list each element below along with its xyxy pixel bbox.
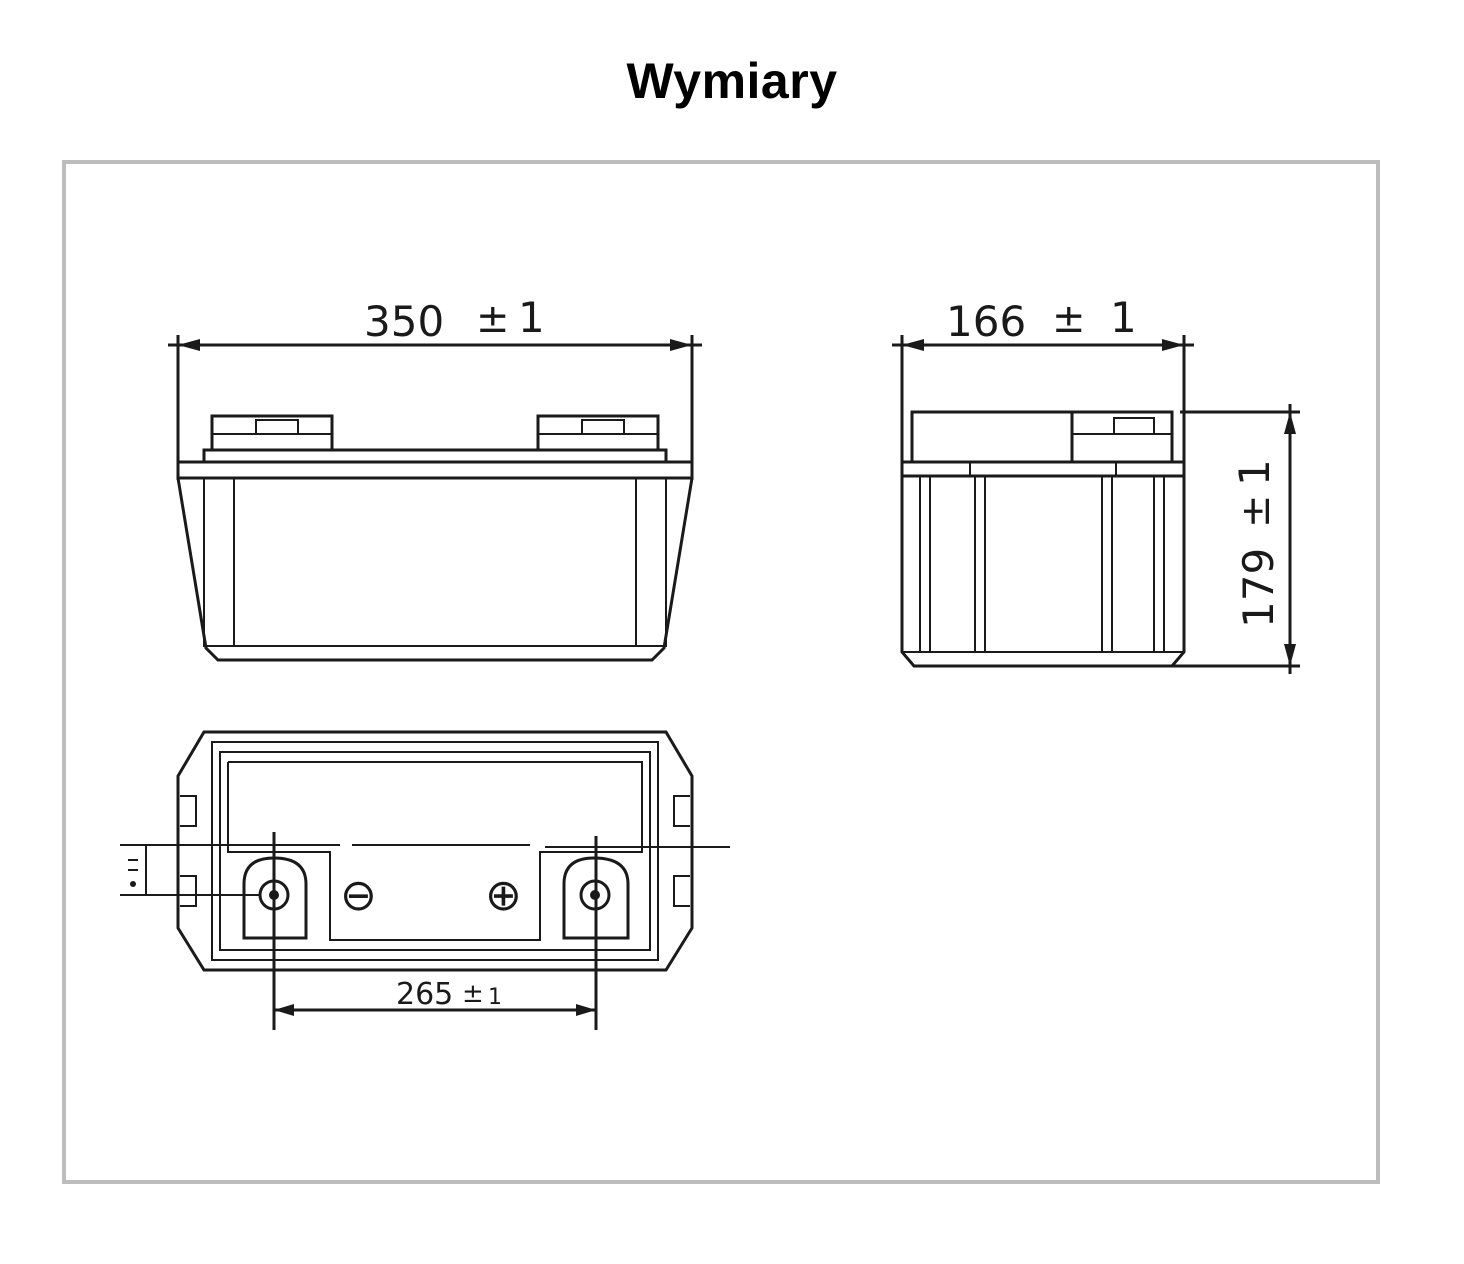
top-center-panel [227, 761, 643, 941]
spacing-tolerance: 1 [488, 985, 502, 1010]
top-body-outline [176, 730, 694, 972]
spacing-arrow-left [274, 1004, 294, 1016]
top-notch [673, 795, 690, 827]
width-tolerance-sign: ± [1052, 296, 1086, 342]
front-body-outline [176, 460, 694, 662]
width-tolerance: 1 [1110, 293, 1137, 342]
height-arrow-top [1284, 412, 1296, 434]
spacing-arrow-right [576, 1004, 596, 1016]
spacing-tolerance-sign: ± [462, 979, 484, 1009]
width-arrow-right [1162, 339, 1184, 351]
front-lid [202, 448, 668, 462]
side-body-outline [900, 460, 1186, 668]
front-label-panel [233, 477, 637, 647]
top-notch [180, 795, 197, 827]
length-arrow-left [178, 339, 200, 351]
length-arrow-right [670, 339, 692, 351]
drawing-frame [62, 160, 1380, 1184]
length-tolerance: 1 [518, 293, 545, 342]
side-terminal-cap [1113, 417, 1155, 435]
side-view: 166 ± 1 179 ± 1 [892, 293, 1300, 674]
positive-symbol: ⊕ [485, 870, 522, 921]
height-arrow-bottom [1284, 644, 1296, 666]
top-notch [673, 875, 690, 907]
spacing-value: 265 [396, 977, 453, 1012]
side-lid [910, 410, 1174, 464]
side-terminal-block [1070, 410, 1174, 464]
length-tolerance-sign: ± [476, 296, 510, 342]
negative-symbol: ⊖ [340, 870, 377, 921]
height-tolerance: 1 [1230, 459, 1279, 486]
width-value: 166 [946, 297, 1026, 346]
front-view: 350 ± 1 [168, 293, 702, 662]
page-title: Wymiary [626, 53, 838, 109]
width-arrow-left [902, 339, 924, 351]
length-value: 350 [364, 297, 444, 346]
top-inner-rim [211, 741, 659, 961]
height-tolerance-sign: ± [1233, 494, 1279, 528]
terminal-pad-positive [562, 856, 630, 940]
top-view: ⊖ ⊕ 265 ± 1 [120, 730, 730, 1030]
front-terminal-cap-right [581, 419, 625, 435]
front-terminal-cap-left [255, 419, 299, 435]
height-value: 179 [1234, 548, 1283, 628]
top-notch [180, 875, 197, 907]
